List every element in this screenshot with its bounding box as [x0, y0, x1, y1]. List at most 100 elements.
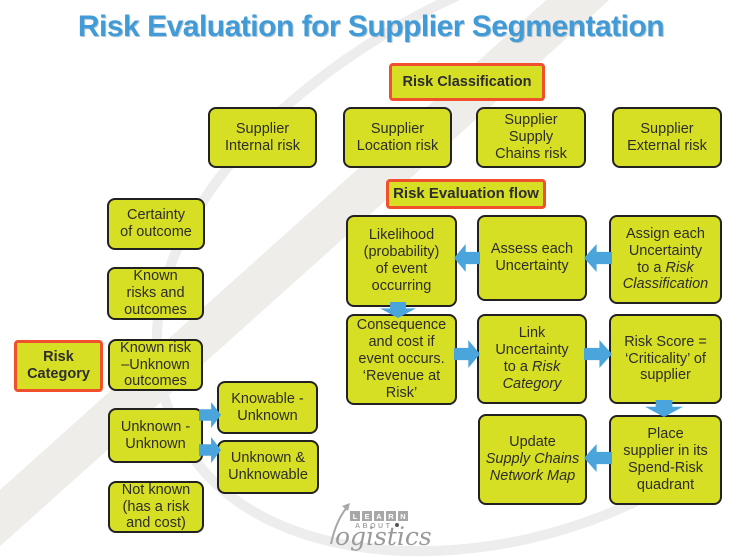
- box-supplier-supply-chains-risk: Supplier Supply Chains risk: [476, 107, 586, 168]
- label-box-risk-category: Risk Category: [14, 340, 103, 392]
- box-text-line: Uncertainty: [495, 342, 569, 359]
- box-text-line: Consequence: [356, 317, 447, 334]
- box-text-line: Risk Classification: [402, 73, 532, 90]
- box-text-line: outcomes: [124, 373, 187, 390]
- box-text-line: supplier: [640, 367, 691, 384]
- box-text-line: (probability): [363, 244, 440, 261]
- box-text-line: Spend-Risk: [628, 460, 703, 476]
- box-unknown-unknowable: Unknown & Unknowable: [217, 440, 319, 494]
- box-supplier-location-risk: Supplier Location risk: [343, 107, 452, 168]
- arrow-right-link-to-risk-score: [584, 340, 612, 368]
- box-text-line: Internal risk: [225, 137, 300, 154]
- box-certainty-of-outcome: Certainty of outcome: [107, 198, 205, 250]
- box-text-segment-italic: Risk: [665, 259, 694, 276]
- box-text-line: Assess each: [490, 241, 574, 258]
- box-text-line: Location risk: [356, 137, 439, 154]
- box-text-line: Uncertainty: [495, 258, 569, 274]
- logo-swoosh-icon: [330, 503, 350, 545]
- learn-about-logistics-logo: L E A R N ABOUT ogistics: [328, 498, 438, 556]
- box-text-line: Classification: [622, 276, 709, 293]
- logo-script-text: ogistics: [335, 522, 432, 551]
- flow-box-update-network-map: Update Supply Chains Network Map: [478, 414, 587, 505]
- box-text-line: ‘Revenue at: [362, 367, 441, 384]
- flow-box-risk-score: Risk Score = ‘Criticality’ of supplier: [609, 314, 722, 404]
- box-text-line: Unknown &: [230, 450, 306, 467]
- box-text-line: Network Map: [489, 467, 576, 484]
- box-text-line: Not known: [121, 481, 191, 498]
- flow-box-assign-each-uncertainty: Assign each Uncertainty to a Risk Classi…: [609, 215, 722, 304]
- box-not-known: Not known (has a risk and cost): [108, 481, 204, 533]
- box-text-line: Assign each: [626, 225, 705, 242]
- box-text-line: of outcome: [120, 224, 192, 240]
- box-text-line: risks and: [126, 285, 185, 302]
- logo-letter-tile: N: [398, 511, 408, 521]
- label-box-risk-evaluation-flow: Risk Evaluation flow: [386, 179, 546, 209]
- box-text-line: Known risk: [120, 339, 191, 356]
- box-text-line: to a Risk: [504, 359, 560, 376]
- label-box-risk-classification: Risk Classification: [389, 63, 545, 101]
- box-text-line: outcomes: [124, 301, 187, 318]
- box-text-line: Category: [27, 366, 90, 382]
- box-text-line: and cost if: [368, 334, 435, 351]
- box-text-line: Supplier: [640, 120, 694, 137]
- logo-letter-tile: A: [374, 511, 384, 521]
- box-text-line: External risk: [627, 137, 707, 154]
- box-text-line: supplier in its: [623, 443, 708, 460]
- logo-letter-tile: E: [362, 511, 372, 521]
- box-text-line: Known: [133, 268, 178, 285]
- box-supplier-internal-risk: Supplier Internal risk: [208, 107, 317, 168]
- box-text-line: Link: [518, 325, 546, 342]
- box-text-line: Chains risk: [495, 145, 567, 162]
- box-text-segment: to a: [503, 359, 532, 375]
- box-knowable-unknown: Knowable - Unknown: [217, 381, 318, 434]
- box-text-line: Unknown -: [120, 418, 191, 435]
- box-text-line: Knowable -: [231, 390, 304, 407]
- box-text-line: Uncertainty: [628, 242, 703, 259]
- logo-about-text: ABOUT: [355, 523, 393, 530]
- box-text-line: Supply Chains: [485, 451, 580, 468]
- logo-learn-tiles: L E A R N: [350, 511, 408, 521]
- box-text-line: Unknowable: [228, 467, 308, 483]
- box-text-line: Supplier: [370, 120, 425, 137]
- box-unknown-unknown: Unknown - Unknown: [108, 408, 203, 463]
- box-text-line: Place: [647, 426, 684, 443]
- box-text-line: quadrant: [636, 476, 695, 493]
- box-text-segment-italic: Risk: [532, 359, 561, 375]
- arrow-left-assign-to-assess: [584, 244, 612, 272]
- box-text-line: ‘Criticality’ of: [625, 350, 706, 367]
- box-text-line: to a Risk: [637, 260, 693, 277]
- flow-box-consequence: Consequence and cost if event occurs. ‘R…: [346, 314, 457, 405]
- box-text-line: Category: [502, 375, 562, 392]
- box-known-risks-and-outcomes: Known risks and outcomes: [107, 267, 204, 320]
- box-text-line: Risk Evaluation flow: [393, 185, 539, 203]
- flow-box-place-supplier: Place supplier in its Spend-Risk quadran…: [609, 415, 722, 505]
- box-text-line: event occurs.: [358, 351, 445, 368]
- logo-letter-tile: R: [386, 511, 396, 521]
- flow-box-likelihood: Likelihood (probability) of event occurr…: [346, 215, 457, 307]
- box-text-line: Supplier: [504, 112, 558, 129]
- box-text-line: –Unknown: [121, 356, 190, 373]
- box-text-line: occurring: [371, 277, 432, 294]
- flow-box-link-uncertainty: Link Uncertainty to a Risk Category: [477, 314, 587, 404]
- box-text-segment: to a: [637, 259, 666, 276]
- box-text-line: Supplier: [235, 120, 290, 137]
- box-known-risk-unknown-outcomes: Known risk –Unknown outcomes: [108, 339, 203, 391]
- box-text-line: (has a risk: [122, 498, 190, 515]
- box-text-line: and cost): [126, 515, 186, 532]
- box-supplier-external-risk: Supplier External risk: [612, 107, 722, 168]
- logo-letter-tile: L: [350, 511, 360, 521]
- box-text-line: of event: [375, 261, 428, 277]
- flow-box-assess-each-uncertainty: Assess each Uncertainty: [477, 215, 587, 301]
- box-text-line: Supply: [508, 129, 554, 146]
- box-text-line: Update: [509, 434, 556, 451]
- arrow-left-place-to-update: [584, 444, 612, 472]
- box-text-line: Risk: [43, 349, 74, 366]
- box-text-line: Unknown: [125, 435, 186, 452]
- box-text-line: Risk’: [385, 384, 418, 401]
- box-text-line: Risk Score =: [624, 333, 707, 350]
- box-text-line: Certainty: [126, 207, 186, 224]
- page-title: Risk Evaluation for Supplier Segmentatio…: [77, 10, 665, 43]
- logo-dot: [395, 523, 399, 527]
- box-text-line: Likelihood: [368, 227, 435, 244]
